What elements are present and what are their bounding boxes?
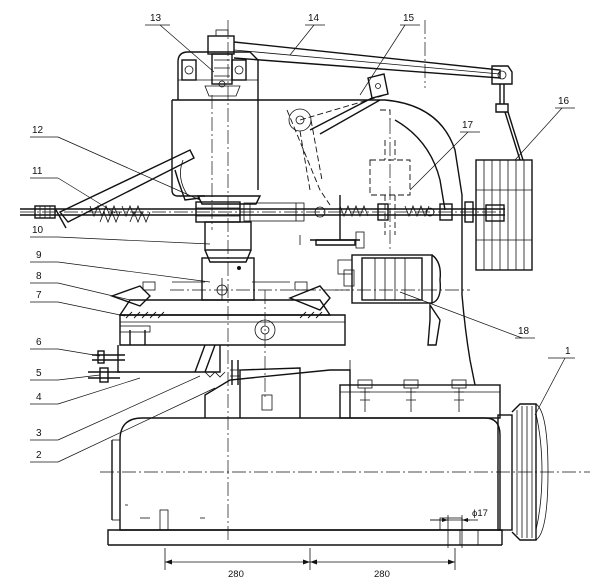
dimension-left-280: 280 — [228, 569, 244, 580]
callout-16: 16 — [558, 96, 570, 107]
callout-5: 5 — [36, 368, 42, 379]
callout-10: 10 — [32, 225, 44, 236]
lever-arm — [233, 41, 524, 161]
side-shaft — [299, 231, 365, 249]
spring-shaft — [20, 201, 505, 223]
center-lines — [20, 20, 590, 540]
callout-17: 17 — [462, 120, 474, 131]
motor-18 — [315, 239, 442, 346]
callout-12: 12 — [32, 125, 44, 136]
main-frame — [171, 51, 476, 386]
rotary-table — [88, 281, 346, 385]
callout-4: 4 — [36, 392, 42, 403]
base-bolt-1 — [357, 379, 373, 412]
base-bolt-3 — [451, 379, 467, 412]
callout-6: 6 — [36, 337, 42, 348]
dimension-labels: 280 280 ϕ17 — [228, 508, 488, 580]
callout-labels: 1 2 3 4 5 6 7 8 9 10 11 12 13 14 15 16 1… — [32, 13, 571, 461]
callout-9: 9 — [36, 250, 42, 261]
callout-11: 11 — [32, 166, 43, 177]
callout-7: 7 — [36, 290, 42, 301]
callout-15: 15 — [403, 13, 415, 24]
counterweight-16 — [475, 159, 533, 271]
feed-chute — [55, 149, 201, 229]
dimension-lines — [164, 515, 478, 570]
callout-18: 18 — [518, 326, 530, 337]
crank-assembly — [204, 29, 241, 97]
callout-1: 1 — [565, 346, 571, 357]
callout-2: 2 — [36, 450, 42, 461]
dimension-right-280: 280 — [374, 569, 390, 580]
spindle-head — [196, 195, 262, 301]
dimension-hole: ϕ17 — [472, 508, 488, 519]
linkage-15 — [286, 73, 389, 206]
belt-pulley — [497, 403, 549, 541]
middle-platform — [204, 360, 501, 419]
callout-8: 8 — [36, 271, 42, 282]
callout-14: 14 — [308, 13, 320, 24]
callout-13: 13 — [150, 13, 162, 24]
base-bolt-2 — [403, 379, 419, 412]
table-hatching — [125, 311, 323, 319]
machine-base — [107, 417, 503, 546]
callout-3: 3 — [36, 428, 42, 439]
leader-lines — [30, 24, 575, 463]
